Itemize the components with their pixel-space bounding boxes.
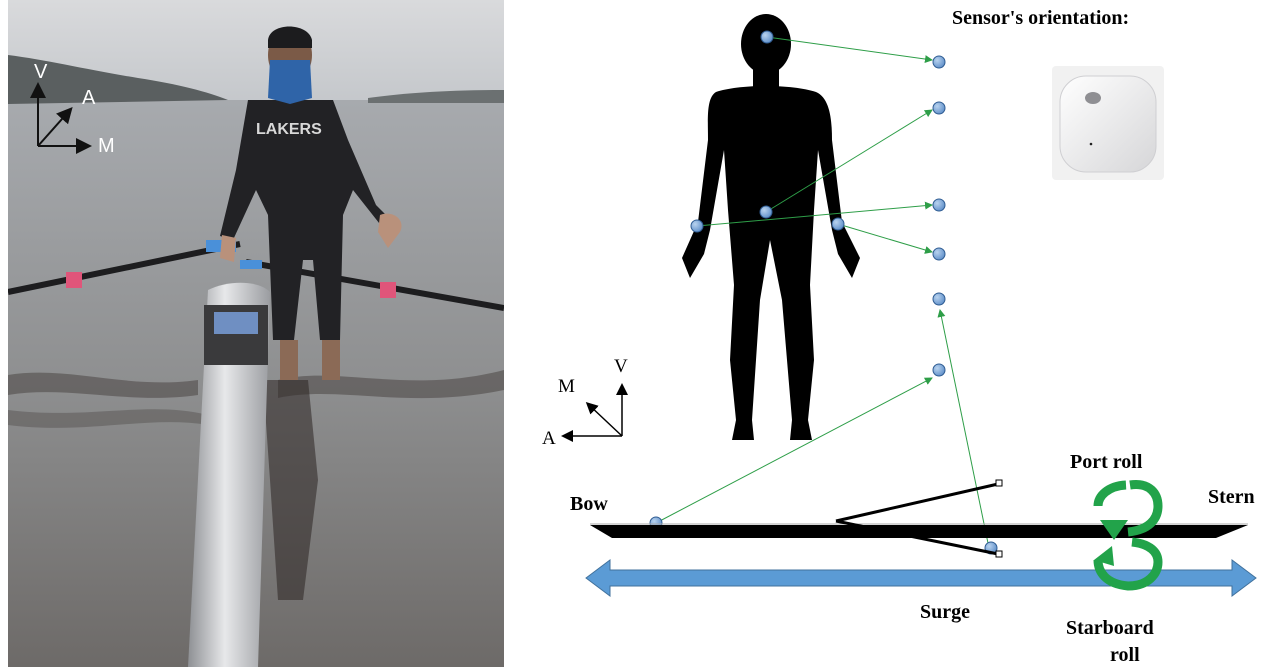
sensor-right-wrist: [832, 218, 844, 230]
sensor-column-item: [933, 364, 945, 376]
body-axis-v-label: V: [614, 356, 628, 377]
surge-label: Surge: [920, 601, 970, 623]
sensor-diagram: Sensor's orientation: M V A: [520, 0, 1279, 667]
orientation-title: Sensor's orientation:: [952, 7, 1129, 29]
rower-photo: LAKERS V A M: [8, 0, 504, 667]
port-roll-label: Port roll: [1070, 451, 1143, 473]
starboard-roll-label-line2: roll: [1110, 644, 1140, 666]
sensor-column-item: [933, 293, 945, 305]
photo-axis-a-label: A: [82, 87, 96, 109]
sensor-column-item: [933, 248, 945, 260]
sensor-column-item: [933, 56, 945, 68]
sensor-column-item: [933, 102, 945, 114]
starboard-roll-label-line1: Starboard: [1066, 617, 1154, 639]
photo-axis-m-label: M: [98, 135, 115, 157]
body-axis-a-label: A: [542, 428, 556, 449]
stern-label: Stern: [1208, 486, 1255, 508]
body-axis-m-arrow: [588, 404, 622, 436]
sensor-column-item: [933, 199, 945, 211]
connector-head: [767, 37, 932, 60]
rower-photo-graphic: LAKERS V A M: [8, 0, 504, 667]
body-axis-m-label: M: [558, 376, 575, 397]
sensor-head: [761, 31, 773, 43]
connector-oar: [940, 310, 989, 548]
photo-axis-v-label: V: [34, 61, 48, 83]
sensor-left-wrist: [691, 220, 703, 232]
sensor-pelvis: [760, 206, 772, 218]
sensor-diagram-graphic: Sensor's orientation: M V A: [520, 0, 1279, 667]
bow-label: Bow: [570, 493, 608, 515]
shirt-text: LAKERS: [256, 121, 322, 138]
sensor-device: [1052, 66, 1164, 180]
